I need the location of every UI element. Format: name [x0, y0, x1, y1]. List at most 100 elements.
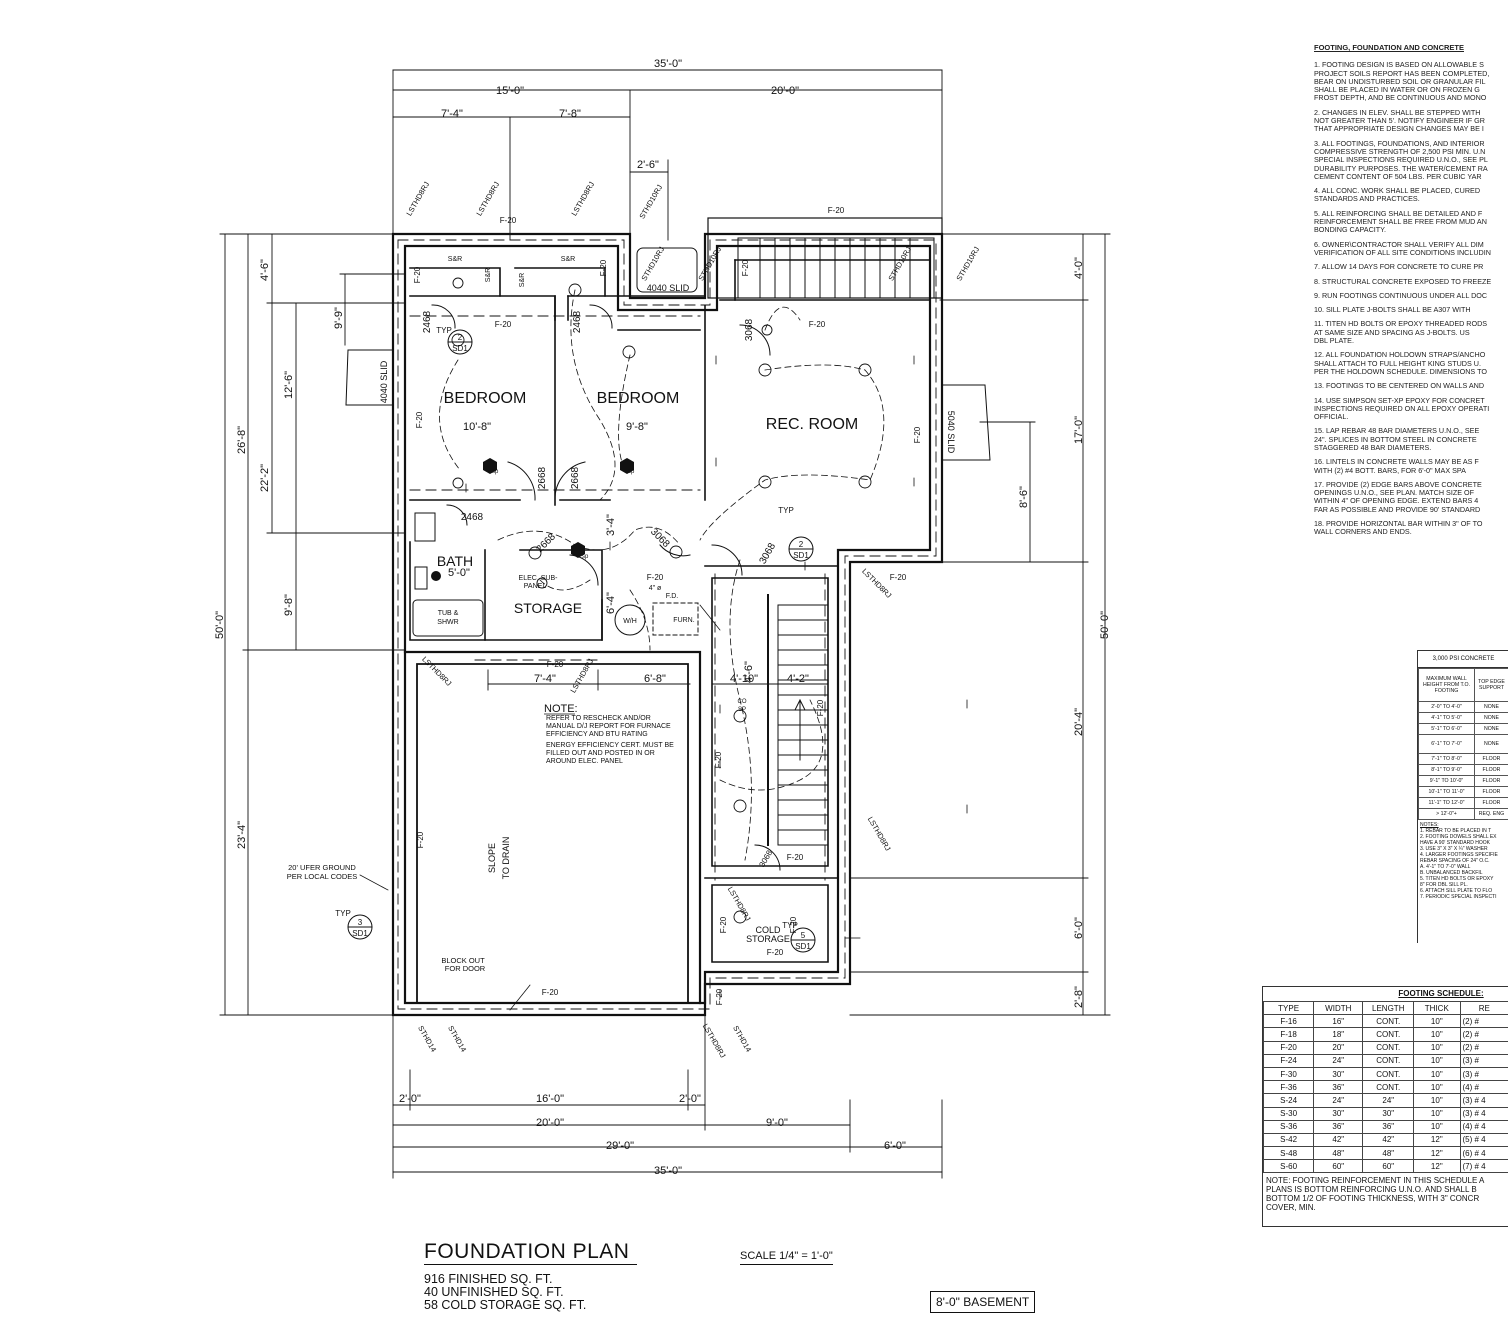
dim-left-f: 9'-9" — [333, 307, 345, 329]
general-note-line: CEMENT CONTENT OF 504 LBS. PER CUBIC YAR — [1314, 172, 1482, 181]
concrete-note-line: REBAR SPACING OF 24" O.C. — [1420, 858, 1490, 864]
dim-bot-total: 35'-0" — [654, 1165, 682, 1177]
water-heater-label: W/H — [623, 618, 637, 625]
general-note-line: STANDARDS AND PRACTICES. — [1314, 195, 1420, 204]
concrete-note-line: 5. TITEN HD BOLTS OR EPOXY — [1420, 876, 1494, 882]
footing-schedule-cell: 48" — [1313, 1146, 1364, 1161]
footing-schedule-cell: (5) # 4 — [1459, 1132, 1508, 1148]
footing-schedule-header: THICK — [1413, 1000, 1461, 1016]
smoke-detectors — [431, 458, 634, 581]
block-out-line2: FOR DOOR — [445, 964, 486, 973]
window-5040-slid-right: 5040 SLID — [946, 411, 956, 454]
strap-label: LSTHD8RJ — [568, 657, 595, 695]
furnace-note-line: AROUND ELEC. PANEL — [546, 758, 623, 765]
concrete-table-cell: 9'-1" TO 10'-0" — [1418, 775, 1475, 787]
dim-bot-a: 2'-0" — [399, 1093, 421, 1105]
concrete-table-cell: NONE — [1473, 701, 1508, 713]
concrete-table-cell: NONE — [1473, 723, 1508, 735]
concrete-table-cell: FLOOR — [1473, 775, 1508, 787]
general-note-line: 2. CHANGES IN ELEV. SHALL BE STEPPED WIT… — [1314, 108, 1481, 117]
footing-label: F-20 — [647, 573, 664, 582]
dim-bot-g: 6'-0" — [884, 1140, 906, 1152]
footing-label: F-20 — [714, 751, 723, 768]
concrete-table-cell: NONE — [1473, 734, 1508, 754]
area-unfinished: 40 UNFINISHED SQ. FT. — [424, 1285, 564, 1299]
general-note-line: FROST DEPTH, AND BE CONTINUOUS AND MONO — [1314, 94, 1487, 103]
footing-schedule-cell: S-48 — [1263, 1146, 1315, 1161]
strap-label: LSTHD8RJ — [404, 180, 431, 218]
concrete-table-cell: 4'-1" TO 5'-0" — [1418, 712, 1475, 724]
concrete-table-title: 3,000 PSI CONCRETE — [1418, 651, 1508, 668]
dim-bot-d: 20'-0" — [536, 1117, 564, 1129]
callout-number: 2 — [799, 540, 804, 549]
door-3068-a: 3068 — [744, 318, 755, 341]
shelf-rod-d: S&R — [519, 273, 526, 287]
room-bedroom-1: BEDROOM — [444, 390, 527, 407]
footing-schedule-cell: (3) # 4 — [1459, 1093, 1508, 1108]
door-2668-c: 2668 — [534, 531, 558, 555]
dim-bed2-width: 9'-8" — [626, 421, 648, 433]
concrete-note-line: 6. ATTACH SILL PLATE TO FLO — [1420, 888, 1493, 894]
concrete-table-row: 11'-1" TO 12'-0"FLOOR — [1418, 797, 1508, 809]
general-note: 7. ALLOW 14 DAYS FOR CONCRETE TO CURE PR — [1314, 263, 1508, 271]
strap-label: STHD14 — [446, 1024, 468, 1053]
strap-label: LSTHD8RJ — [860, 567, 893, 600]
footing-schedule-cell: 42" — [1313, 1132, 1364, 1148]
door-2668-a: 2668 — [537, 466, 548, 489]
door-3068-c: 3068 — [758, 541, 779, 566]
block-out-line1: BLOCK OUT — [441, 956, 485, 965]
footing-schedule-cell: CONT. — [1362, 1027, 1415, 1042]
strap-label: LSTHD8RJ — [569, 180, 596, 218]
toilet — [414, 566, 428, 590]
general-note-line: WITH (2) #4 BOTT. BARS, FOR 6'-0" MAX SP… — [1314, 466, 1466, 475]
footing-schedule-cell: 16" — [1313, 1014, 1364, 1029]
dim-overall-top: 35'-0" — [654, 58, 682, 70]
footing-schedule-cell: 24" — [1313, 1053, 1364, 1068]
tub — [412, 599, 484, 637]
concrete-table-cell: 8'-1" TO 9'-0" — [1418, 764, 1475, 776]
dim-left-g: 9'-8" — [283, 594, 295, 616]
concrete-table-row: 7'-1" TO 8'-0"FLOOR — [1418, 753, 1508, 765]
footing-schedule-cell: 36" — [1313, 1080, 1364, 1095]
footing-schedule-cell: S-36 — [1263, 1119, 1315, 1134]
elec-panel-line2: PANEL — [524, 583, 547, 590]
footing-note-line: NOTE: FOOTING REINFORCEMENT IN THIS SCHE… — [1266, 1176, 1485, 1186]
dim-left-d: 4'-6" — [259, 259, 271, 281]
furnace-note-line: ENERGY EFFICIENCY CERT. MUST BE — [546, 742, 674, 749]
general-note-line: COMPRESSIVE STRENGTH OF 2,500 PSI MIN. U… — [1314, 147, 1486, 156]
callout-sheet: SD1 — [452, 344, 468, 353]
strap-label: STHD10RJ — [639, 245, 666, 283]
concrete-table-cell: 5'-1" TO 6'-0" — [1418, 723, 1475, 735]
strap-label: STHD10RJ — [886, 245, 913, 283]
footing-schedule-cell: 20" — [1313, 1040, 1364, 1055]
footing-label: F-20 — [542, 988, 559, 997]
footing-schedule-cell: 10" — [1413, 1040, 1461, 1055]
footing-schedule-cell: (6) # 4 — [1459, 1146, 1508, 1161]
furnace-note-line: FILLED OUT AND POSTED IN OR — [546, 750, 655, 757]
dim-garage-b: 6'-8" — [644, 673, 666, 685]
general-note: 6. OWNER\CONTRACTOR SHALL VERIFY ALL DIM… — [1314, 241, 1508, 258]
dim-bot-e: 9'-0" — [766, 1117, 788, 1129]
callout-number: 5 — [801, 931, 806, 940]
footing-schedule-cell: 18" — [1313, 1027, 1364, 1042]
footing-label: F-20 — [789, 916, 798, 933]
footing-schedule-cell: 36" — [1362, 1119, 1415, 1134]
dim-bot-c: 2'-0" — [679, 1093, 701, 1105]
dim-right-f: 2'-8" — [1073, 986, 1085, 1008]
footing-note-line: PLANS IS BOTTOM REINFORCING U.N.O. AND S… — [1266, 1185, 1477, 1195]
general-note: 1. FOOTING DESIGN IS BASED ON ALLOWABLE … — [1314, 61, 1508, 102]
detail-callouts — [347, 329, 816, 953]
general-note: 17. PROVIDE (2) EDGE BARS ABOVE CONCRETE… — [1314, 481, 1508, 514]
general-note-line: SPECIAL INSPECTIONS REQUIRED U.N.O., SEE… — [1314, 156, 1488, 165]
footing-schedule-cell: F-30 — [1263, 1066, 1315, 1082]
concrete-note-line: HAVE A 90' STANDARD HOOK — [1420, 840, 1490, 846]
footing-label: F-20 — [741, 259, 750, 276]
shelf-rod-b: S&R — [561, 256, 575, 263]
drawing-scale: SCALE 1/4" = 1'-0" — [740, 1250, 833, 1265]
